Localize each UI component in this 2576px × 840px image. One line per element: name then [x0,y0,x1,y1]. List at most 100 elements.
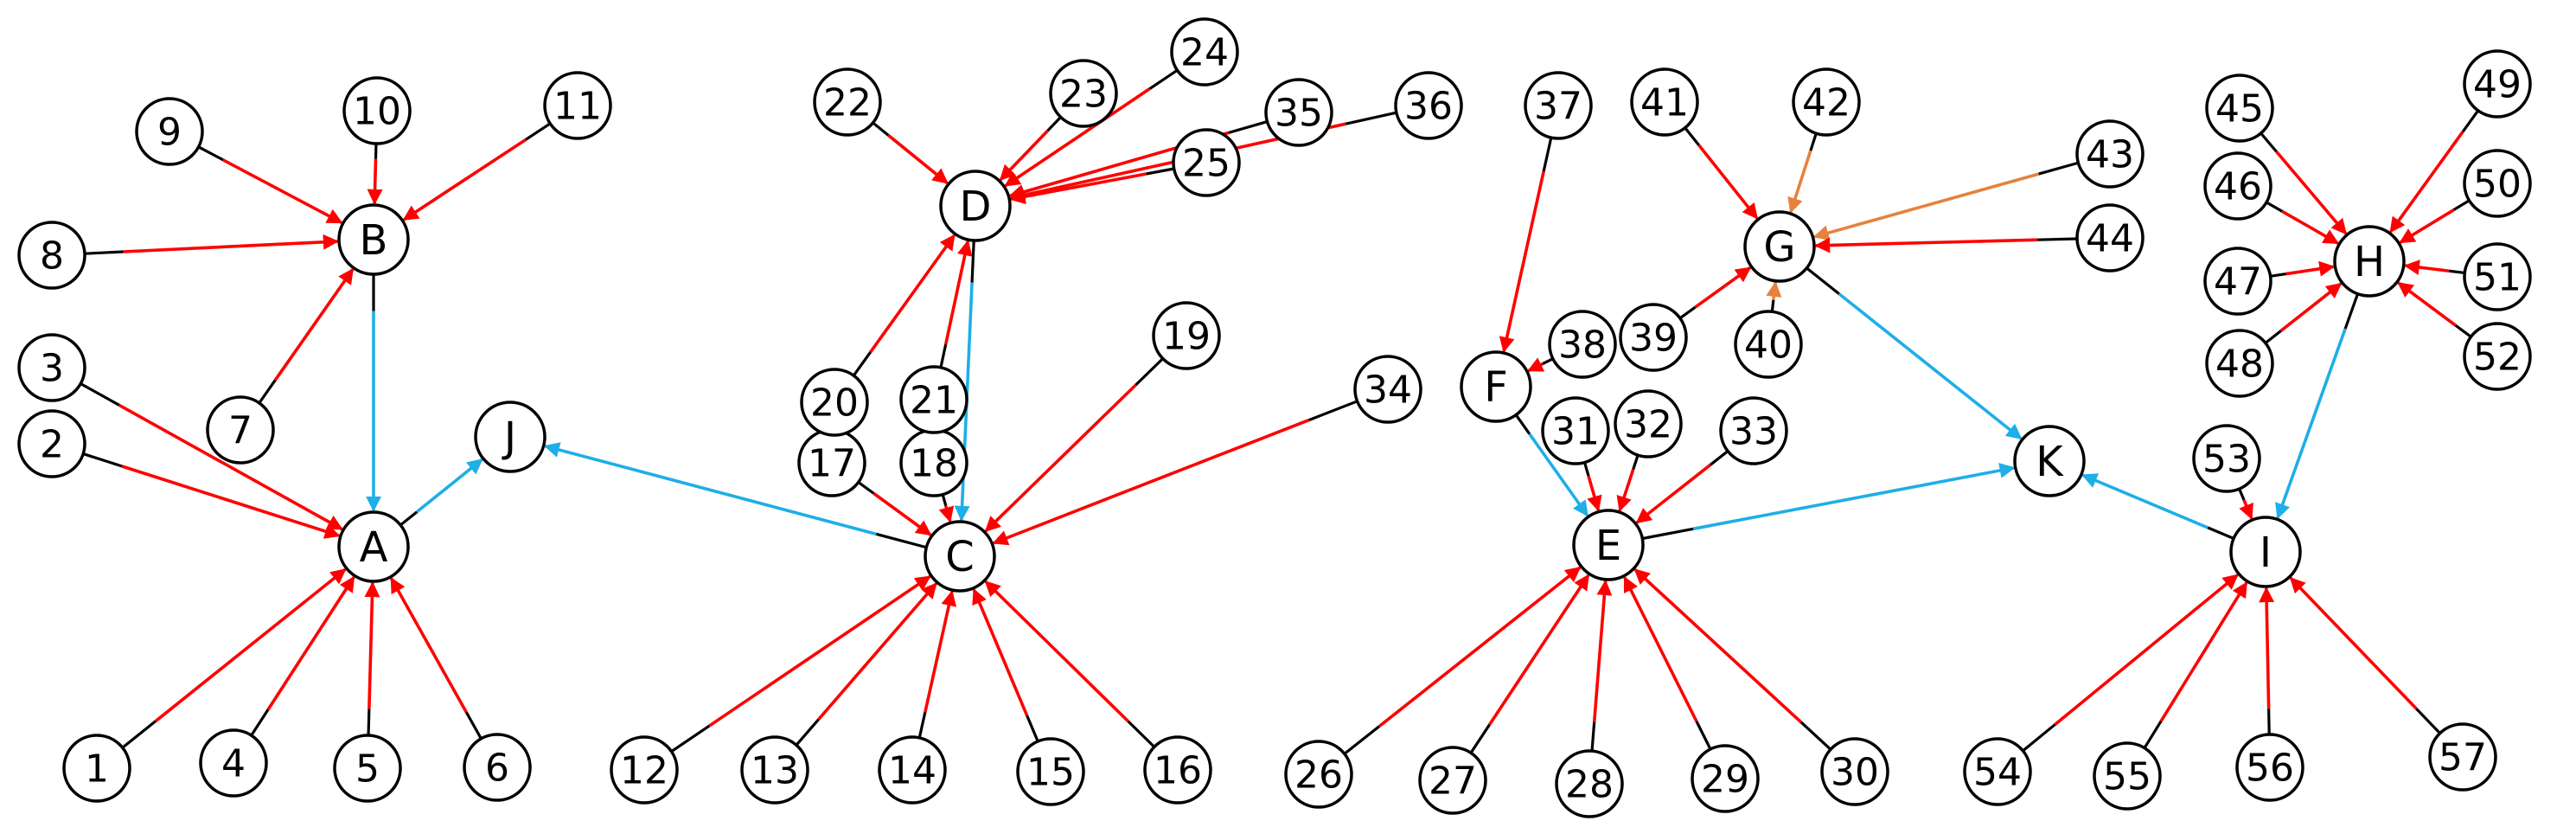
node-circle [1049,59,1118,128]
edge-7-to-B [258,267,355,404]
node-9: 9 [135,97,204,166]
edge-tail [464,711,483,740]
edge-arrow-red [2389,131,2464,234]
edge-tail [1345,111,1397,125]
edge-46-to-H [2266,201,2340,245]
node-17: 17 [797,428,866,497]
edge-arrow-blue [416,458,483,514]
edge-tail [1127,720,1155,748]
node-label: 30 [1831,751,1879,795]
node-label: 22 [823,81,872,125]
node-label: 40 [1744,324,1793,368]
node-circle [1418,746,1487,815]
node-circle [62,734,131,803]
node-label: 36 [1404,85,1453,129]
node-label: 33 [1729,410,1778,454]
node-circle [1541,396,1610,465]
node-label: 35 [1275,92,1323,136]
node-label: 5 [355,747,380,792]
node-circle [1963,737,2032,806]
edges-layer [80,68,2480,755]
edge-13-to-C [795,582,937,747]
node-label: 46 [2214,165,2262,209]
edge-tail [2270,272,2287,278]
node-circle [474,401,547,473]
node-circle [740,735,809,805]
node-46: 46 [2203,151,2272,221]
edge-33-to-E [1635,450,1729,524]
edge-tail [1343,725,1380,755]
edge-tail [872,121,890,137]
node-C: C [924,520,996,593]
node-23: 23 [1049,59,1118,128]
edge-arrow-red [154,567,347,722]
node-25: 25 [1172,128,1241,197]
edge-arrow-red [924,590,957,713]
edge-22-to-D [872,121,949,184]
edge-54-to-I [2022,574,2239,753]
edge-G-to-K [1806,266,2023,440]
node-label: 8 [40,234,64,279]
edge-arrow-red [2397,281,2457,327]
node-circle [2013,425,2086,497]
node-55: 55 [2093,741,2162,811]
node-circle [1152,301,1221,370]
node-label: 27 [1429,760,1477,804]
node-label: 16 [1154,749,1202,793]
edge-arrow-red [2259,587,2275,709]
edge-arrow-red [2239,499,2253,520]
edge-tail [2238,488,2246,501]
node-circle [17,221,86,290]
node-circle [337,203,410,276]
edge-tail [1228,120,1268,135]
node-label: H [2354,238,2385,286]
edge-arrow-red [984,580,1129,723]
edge-arrow-red [1004,87,1151,188]
node-circle [939,170,1012,242]
edge-arrow-red [2399,208,2455,244]
edge-tail [875,532,927,549]
node-10: 10 [342,76,412,145]
edge-56-to-I [2259,587,2275,735]
edge-tail [939,343,948,369]
edge-arrow-red [266,575,355,711]
node-2: 2 [17,409,86,478]
node-label: K [2036,438,2064,486]
node-40: 40 [1734,310,1803,379]
edge-arrow-red [984,383,1137,532]
node-5: 5 [333,734,402,803]
edge-32-to-E [1616,454,1640,512]
edge-4-to-A [250,575,355,736]
edge-arrow-red [2289,576,2418,710]
node-circle [2203,247,2272,316]
node-circle [17,333,86,402]
node-circle [1630,67,1699,137]
edge-16-to-C [984,580,1155,748]
node-circle [2205,74,2274,143]
node-circle [1820,737,1889,806]
edge-10-to-B [367,143,383,205]
node-label: 44 [2086,217,2134,261]
edge-arrow-red [972,588,1029,716]
node-54: 54 [1963,737,2032,806]
edge-11-to-B [402,122,552,221]
edge-arrow-red [1527,357,1545,373]
node-circle [1170,17,1239,87]
edge-55-to-I [2143,581,2248,749]
edge-tail [1590,721,1596,752]
edge-20-to-D [852,234,956,377]
edge-arrow-red [1377,566,1582,728]
node-circle [1572,509,1645,581]
node-label: 41 [1640,81,1689,125]
edge-tail [2037,237,2078,241]
node-18: 18 [899,428,968,497]
node-50: 50 [2463,149,2532,218]
edge-19-to-C [984,357,1164,532]
node-label: 14 [888,749,936,793]
edge-tail [1146,167,1174,176]
node-circle [2192,424,2261,493]
edge-tail [1026,715,1039,742]
node-label: 25 [1182,142,1230,186]
node-label: 49 [2473,63,2522,107]
node-label: 32 [1624,403,1672,447]
